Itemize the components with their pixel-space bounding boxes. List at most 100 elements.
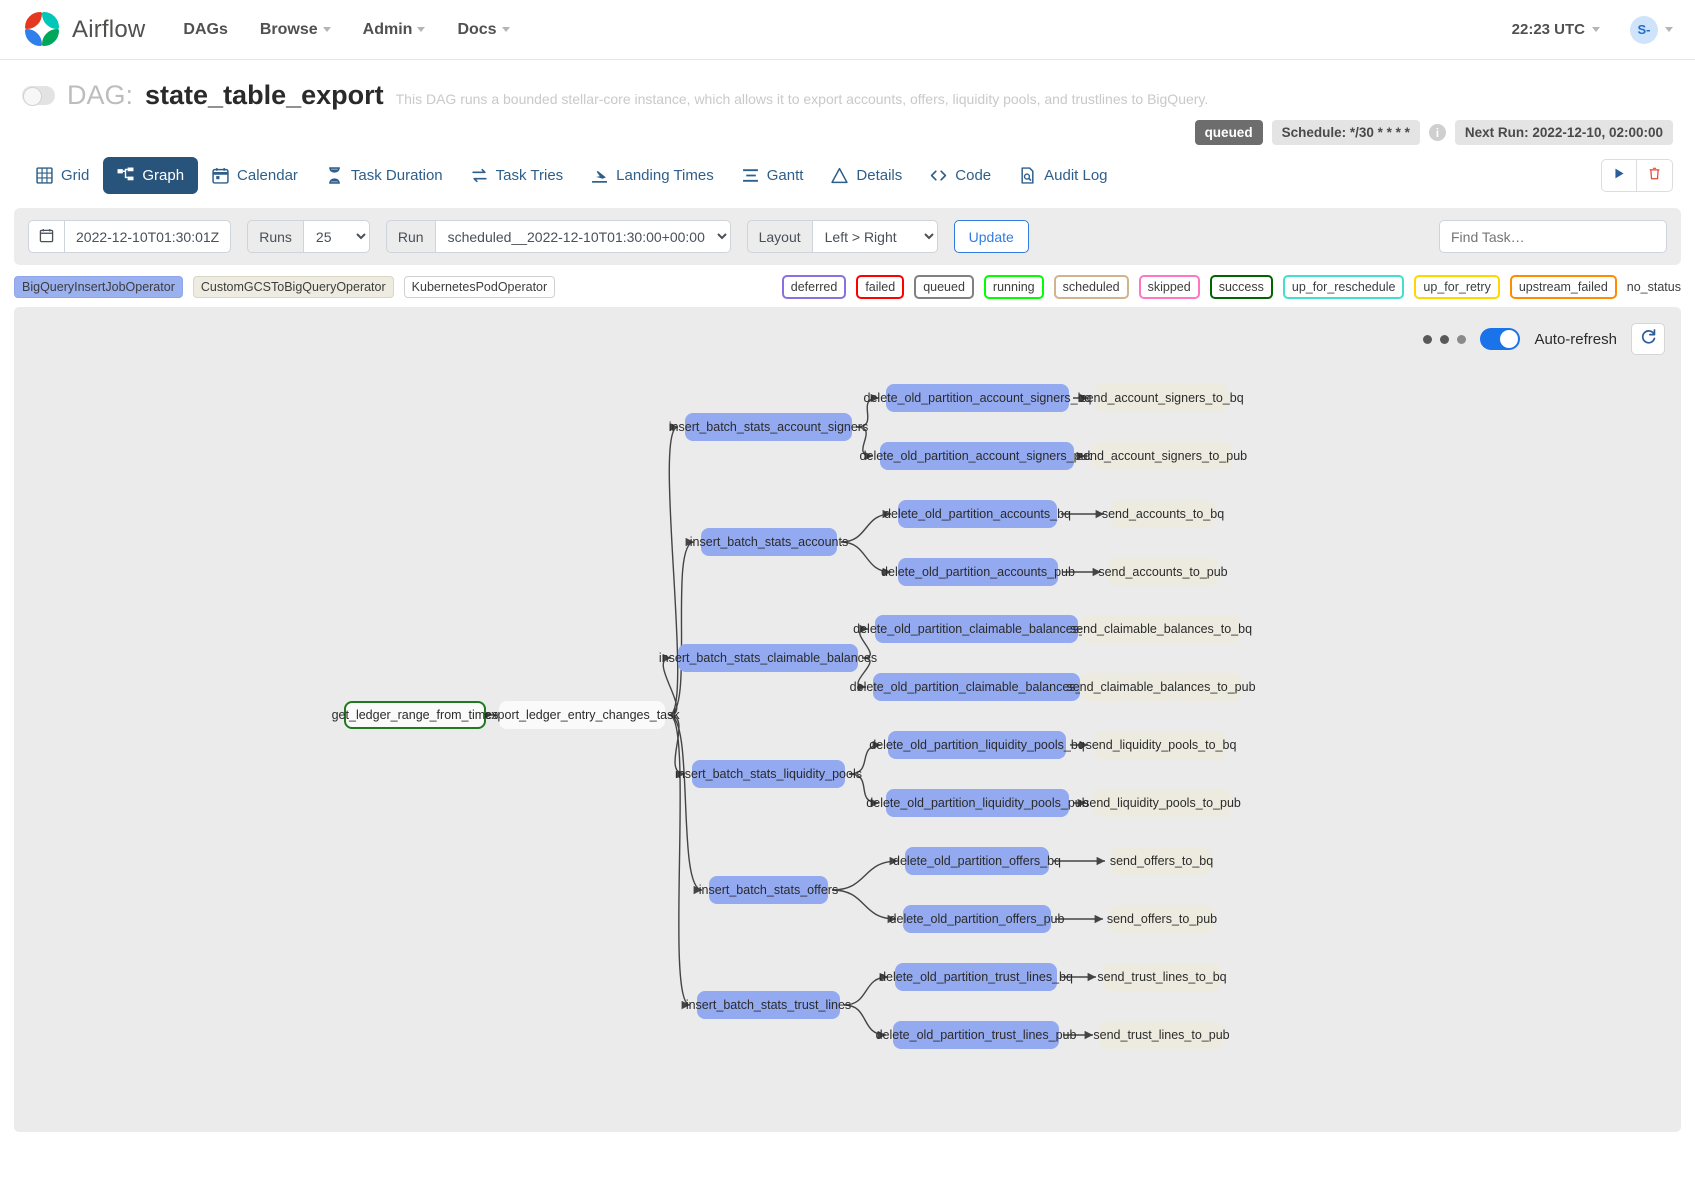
tab-calendar[interactable]: Calendar [198, 157, 312, 194]
delete-dag-button[interactable] [1637, 159, 1673, 192]
graph-node-insert-batch-stats-trust-lines[interactable]: insert_batch_stats_trust_lines [686, 991, 851, 1019]
layout-select[interactable]: Left > Right [812, 220, 938, 253]
graph-node-delete-old-partition-liquidity-pools-bq[interactable]: delete_old_partition_liquidity_pools_bq [869, 731, 1085, 759]
nav-link-admin[interactable]: Admin [363, 21, 426, 39]
graph-node-delete-old-partition-claimable-balances-bq[interactable]: delete_old_partition_claimable_balances_… [853, 615, 1100, 643]
graph-node-send-account-signers-to-bq[interactable]: send_account_signers_to_bq [1080, 384, 1244, 412]
trigger-dag-button[interactable] [1601, 159, 1637, 192]
graph-node-delete-old-partition-account-signers-bq[interactable]: delete_old_partition_account_signers_bq [864, 384, 1091, 412]
graph-node-send-liquidity-pools-to-bq[interactable]: send_liquidity_pools_to_bq [1086, 731, 1236, 759]
page-title: state_table_export [145, 80, 384, 110]
graph-node-get-ledger-range-from-times[interactable]: get_ledger_range_from_times [332, 701, 498, 729]
graph-node-export-ledger-entry-changes-task[interactable]: export_ledger_entry_changes_task [484, 701, 680, 729]
tab-task-tries[interactable]: Task Tries [457, 157, 578, 194]
airflow-logo[interactable]: Airflow [22, 10, 145, 50]
status-legend-up-for-retry: up_for_retry [1414, 275, 1500, 299]
graph-loading-dots [1423, 334, 1467, 344]
status-legend-upstream-failed: upstream_failed [1509, 275, 1617, 299]
play-icon [1613, 167, 1626, 185]
graph-edge [668, 714, 686, 779]
nav-link-browse[interactable]: Browse [260, 21, 331, 39]
graph-edge [848, 740, 882, 775]
graph-node-delete-old-partition-account-signers-pub[interactable]: delete_old_partition_account_signers_pub [860, 442, 1094, 470]
run-group: Run scheduled__2022-12-10T01:30:00+00:00 [385, 220, 731, 253]
graph-node-send-trust-lines-to-pub[interactable]: send_trust_lines_to_pub [1093, 1021, 1230, 1049]
operator-tag-bigqueryinsertjoboperator[interactable]: BigQueryInsertJobOperator [14, 276, 183, 298]
update-button[interactable]: Update [953, 220, 1029, 253]
graph-edge [840, 509, 892, 543]
tab-gantt[interactable]: Gantt [728, 157, 818, 194]
graph-node-delete-old-partition-trust-lines-pub[interactable]: delete_old_partition_trust_lines_pub [876, 1021, 1076, 1049]
tab-grid[interactable]: Grid [22, 157, 103, 194]
tab-details[interactable]: Details [817, 157, 916, 194]
nav-link-browse-label: Browse [259, 20, 318, 38]
hourglass-icon [326, 167, 343, 184]
graph-node-insert-batch-stats-liquidity-pools[interactable]: insert_batch_stats_liquidity_pools [675, 760, 862, 788]
dag-graph-canvas[interactable]: Auto-refresh get_ledger_range_from_times… [14, 307, 1681, 1132]
legend-row: BigQueryInsertJobOperator CustomGCSToBig… [0, 265, 1695, 307]
graph-node-delete-old-partition-accounts-bq[interactable]: delete_old_partition_accounts_bq [884, 500, 1071, 528]
graph-node-send-liquidity-pools-to-pub[interactable]: send_liquidity_pools_to_pub [1083, 789, 1241, 817]
graph-node-send-offers-to-bq[interactable]: send_offers_to_bq [1110, 847, 1213, 875]
info-icon[interactable]: i [1428, 124, 1446, 141]
graph-node-delete-old-partition-offers-bq[interactable]: delete_old_partition_offers_bq [893, 847, 1061, 875]
tab-landing-times[interactable]: Landing Times [577, 157, 728, 194]
graph-edge [831, 889, 897, 924]
retry-icon [471, 167, 488, 184]
auto-refresh-toggle[interactable] [1480, 328, 1521, 350]
user-menu[interactable]: S- [1630, 15, 1673, 44]
nav-right: 22:23 UTC S- [1512, 15, 1673, 44]
graph-node-insert-batch-stats-offers[interactable]: insert_batch_stats_offers [699, 876, 838, 904]
graph-node-insert-batch-stats-accounts[interactable]: insert_batch_stats_accounts [690, 528, 848, 556]
graph-node-delete-old-partition-accounts-pub[interactable]: delete_old_partition_accounts_pub [881, 558, 1075, 586]
graph-node-send-trust-lines-to-bq[interactable]: send_trust_lines_to_bq [1097, 963, 1227, 991]
find-task-input[interactable] [1439, 220, 1667, 253]
graph-node-delete-old-partition-trust-lines-bq[interactable]: delete_old_partition_trust_lines_bq [879, 963, 1073, 991]
refresh-button[interactable] [1631, 323, 1665, 355]
status-legend-no-status: no_status [1626, 277, 1681, 297]
graph-node-insert-batch-stats-account-signers[interactable]: insert_batch_stats_account_signers [669, 413, 868, 441]
tab-task-duration-label: Task Duration [350, 167, 443, 184]
status-legend-failed: failed [856, 275, 905, 299]
graph-node-delete-old-partition-offers-pub[interactable]: delete_old_partition_offers_pub [890, 905, 1064, 933]
runs-select[interactable]: 25 [303, 220, 370, 253]
graph-node-send-account-signers-to-pub[interactable]: send_account_signers_to_pub [1077, 442, 1247, 470]
utc-clock[interactable]: 22:23 UTC [1512, 21, 1600, 38]
graph-edge [848, 773, 880, 808]
tab-audit-log[interactable]: Audit Log [1005, 157, 1121, 194]
tab-task-tries-label: Task Tries [495, 167, 564, 184]
nav-link-docs[interactable]: Docs [457, 21, 510, 39]
calendar-picker-button[interactable] [28, 220, 65, 253]
graph-edge [859, 624, 871, 659]
code-icon [930, 167, 947, 184]
tab-task-duration[interactable]: Task Duration [312, 157, 457, 194]
tab-graph[interactable]: Graph [103, 157, 199, 194]
status-legend: deferred failed queued running scheduled… [781, 275, 1681, 299]
status-badge: queued [1194, 120, 1263, 145]
graph-node-send-claimable-balances-to-bq[interactable]: send_claimable_balances_to_bq [1070, 615, 1252, 643]
graph-node-insert-batch-stats-claimable-balances[interactable]: insert_batch_stats_claimable_balances [659, 644, 877, 672]
gantt-icon [742, 167, 759, 184]
graph-node-delete-old-partition-liquidity-pools-pub[interactable]: delete_old_partition_liquidity_pools_pub [866, 789, 1089, 817]
avatar: S- [1630, 15, 1658, 44]
view-tabs: Grid Graph Calendar Task Duration Task T… [0, 145, 1695, 194]
tab-code[interactable]: Code [916, 157, 1005, 194]
status-legend-scheduled: scheduled [1053, 275, 1129, 299]
graph-node-send-accounts-to-bq[interactable]: send_accounts_to_bq [1102, 500, 1224, 528]
graph-node-send-claimable-balances-to-pub[interactable]: send_claimable_balances_to_pub [1066, 673, 1256, 701]
operator-tag-kubernetespodoperator[interactable]: KubernetesPodOperator [403, 276, 556, 298]
operator-tag-customgcstobigqueryoperator[interactable]: CustomGCSToBigQueryOperator [192, 276, 394, 298]
graph-node-delete-old-partition-claimable-balances-pub[interactable]: delete_old_partition_claimable_balances_… [850, 673, 1103, 701]
execution-date-input[interactable]: 2022-12-10T01:30:01Z [65, 220, 232, 253]
nav-link-dags-label: DAGs [183, 20, 228, 38]
graph-node-send-accounts-to-pub[interactable]: send_accounts_to_pub [1098, 558, 1228, 586]
graph-edge [855, 426, 874, 461]
run-select[interactable]: scheduled__2022-12-10T01:30:00+00:00 [435, 220, 731, 253]
nav-link-dags[interactable]: DAGs [183, 21, 227, 39]
graph-edge [857, 657, 871, 692]
tab-grid-label: Grid [61, 167, 90, 184]
nav-link-admin-label: Admin [362, 20, 413, 38]
dag-pause-toggle[interactable] [22, 86, 55, 106]
graph-node-send-offers-to-pub[interactable]: send_offers_to_pub [1107, 905, 1217, 933]
graph-edge [843, 972, 889, 1006]
